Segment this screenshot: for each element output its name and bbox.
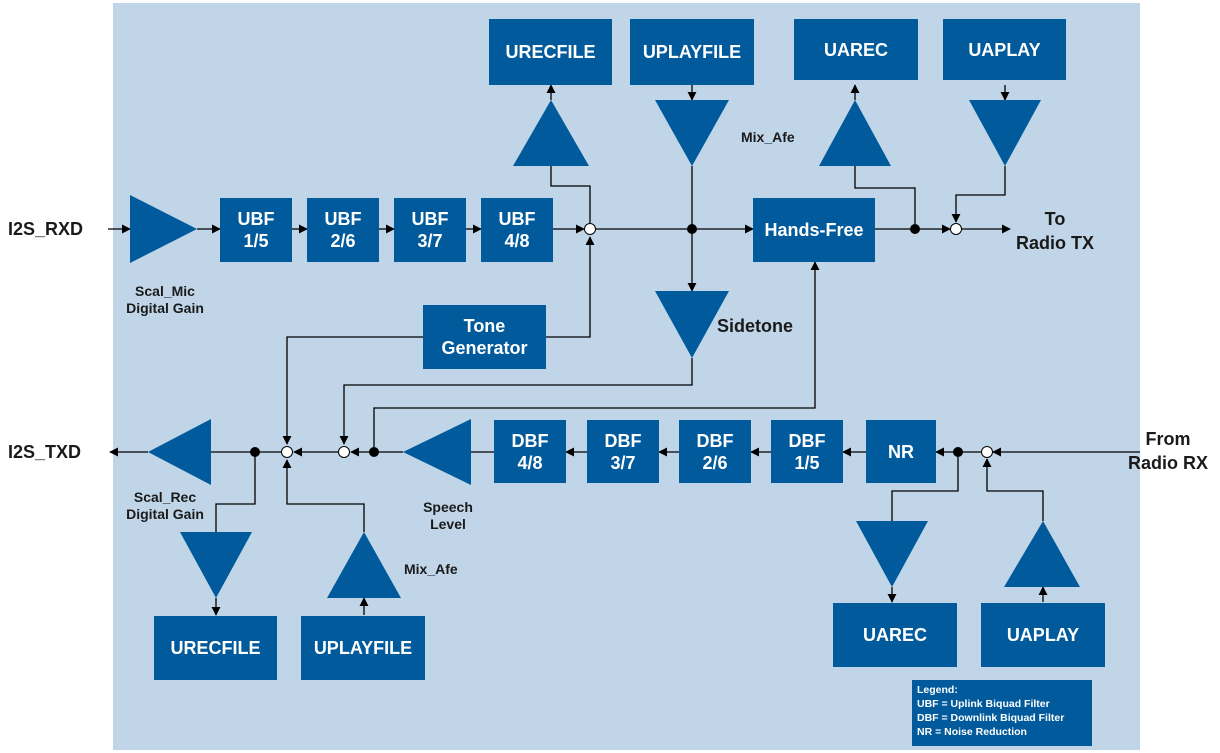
wire bbox=[854, 166, 916, 229]
scal-mic-gain-triangle bbox=[130, 195, 197, 263]
junction-dot bbox=[910, 224, 920, 234]
speech-level-line-1: Speech bbox=[423, 499, 473, 515]
uarec-bottom-block: UAREC bbox=[833, 603, 957, 667]
dbf-number: 4/8 bbox=[517, 452, 543, 473]
dbf-number: 2/6 bbox=[702, 452, 728, 473]
uarec-bottom-gain-triangle bbox=[856, 521, 928, 587]
to-radio-tx-line-1: To bbox=[1044, 209, 1066, 229]
uplayfile-top-block: UPLAYFILE bbox=[630, 19, 754, 85]
ubf-number: 2/6 bbox=[330, 231, 356, 251]
diagram-background bbox=[113, 3, 1140, 750]
sum-node bbox=[584, 223, 596, 235]
legend-item-nr: NR = Noise Reduction bbox=[917, 726, 1027, 738]
uaplay-bottom-gain-triangle bbox=[1004, 521, 1080, 587]
speech-level-label: Speech Level bbox=[408, 499, 488, 533]
ubf-label: UBF bbox=[498, 209, 536, 229]
junction-dot bbox=[687, 224, 697, 234]
scal-mic-line-1: Scal_Mic bbox=[135, 283, 195, 299]
wire bbox=[282, 336, 423, 445]
speech-level-line-2: Level bbox=[430, 516, 466, 532]
junction-dot bbox=[250, 447, 260, 457]
scal-rec-gain-label: Scal_Rec Digital Gain bbox=[110, 489, 220, 523]
to-radio-tx-line-2: Radio TX bbox=[1015, 233, 1094, 253]
urecfile-bottom-block: URECFILE bbox=[154, 616, 277, 680]
dbf-number: 1/5 bbox=[794, 452, 820, 473]
wire bbox=[215, 452, 256, 532]
scal-mic-gain-label: Scal_Mic Digital Gain bbox=[110, 283, 220, 317]
hands-free-block: Hands-Free bbox=[753, 198, 875, 262]
i2s-rxd-label: I2S_RXD bbox=[8, 219, 84, 239]
legend-title: Legend: bbox=[917, 684, 958, 696]
wire bbox=[282, 459, 365, 532]
ubf-label: UBF bbox=[411, 209, 449, 229]
junction-dot bbox=[369, 447, 379, 457]
uarec-top-block: UAREC bbox=[794, 19, 918, 80]
dbf-label: DBF bbox=[788, 430, 826, 451]
scal-rec-gain-triangle bbox=[148, 419, 211, 485]
uaplay-top-block: UAPLAY bbox=[943, 19, 1066, 80]
nr-block: NR bbox=[866, 420, 936, 483]
from-radio-rx-label: From Radio RX bbox=[1118, 427, 1218, 475]
uplayfile-bottom-gain-triangle bbox=[327, 532, 401, 598]
to-radio-tx-label: To Radio TX bbox=[1010, 207, 1100, 255]
ubf-label: UBF bbox=[237, 209, 275, 229]
wire bbox=[550, 166, 591, 223]
legend-item-dbf: DBF = Downlink Biquad Filter bbox=[917, 712, 1065, 724]
sidetone-label: Sidetone bbox=[717, 316, 794, 336]
wire bbox=[546, 236, 595, 338]
dbf-number: 3/7 bbox=[610, 452, 636, 473]
urecfile-bottom-gain-triangle bbox=[180, 532, 252, 598]
uarec-top-gain-triangle bbox=[819, 100, 891, 166]
legend-item-ubf: UBF = Uplink Biquad Filter bbox=[917, 698, 1050, 710]
mix-afe-bottom-label: Mix_Afe bbox=[404, 561, 458, 577]
wire bbox=[373, 261, 820, 447]
uaplay-bottom-block: UAPLAY bbox=[981, 603, 1105, 667]
ubf-number: 1/5 bbox=[243, 231, 269, 251]
uplayfile-bottom-block: UPLAYFILE bbox=[301, 616, 425, 680]
scal-mic-line-2: Digital Gain bbox=[126, 300, 204, 316]
scal-rec-line-2: Digital Gain bbox=[126, 506, 204, 522]
from-radio-rx-line-1: From bbox=[1145, 429, 1191, 449]
urecfile-top-gain-triangle bbox=[513, 100, 589, 166]
tone-generator-label-1: Tone bbox=[463, 316, 506, 336]
ubf-number: 3/7 bbox=[417, 231, 443, 251]
uplayfile-top-gain-triangle bbox=[655, 100, 729, 166]
ubf-label: UBF bbox=[324, 209, 362, 229]
ubf-number: 4/8 bbox=[504, 231, 530, 251]
urecfile-top-block: URECFILE bbox=[489, 19, 612, 85]
junction-dot bbox=[953, 447, 963, 457]
scal-rec-line-1: Scal_Rec bbox=[133, 489, 197, 505]
from-radio-rx-line-2: Radio RX bbox=[1127, 453, 1208, 473]
sum-node bbox=[338, 446, 350, 458]
uaplay-top-gain-triangle bbox=[969, 100, 1041, 166]
sum-node bbox=[950, 223, 962, 235]
dbf-label: DBF bbox=[604, 430, 642, 451]
wire bbox=[951, 166, 1006, 223]
wire bbox=[339, 358, 693, 445]
sum-node bbox=[281, 446, 293, 458]
mix-afe-top-label: Mix_Afe bbox=[741, 129, 795, 145]
wire bbox=[982, 458, 1044, 521]
sidetone-triangle bbox=[655, 291, 729, 358]
legend-box: Legend: UBF = Uplink Biquad Filter DBF =… bbox=[912, 680, 1092, 746]
tone-generator-label-2: Generator bbox=[441, 338, 528, 358]
speech-level-triangle bbox=[403, 419, 471, 485]
dbf-label: DBF bbox=[511, 430, 549, 451]
dbf-label: DBF bbox=[696, 430, 734, 451]
i2s-txd-label: I2S_TXD bbox=[8, 442, 82, 462]
wire bbox=[891, 452, 959, 521]
sum-node bbox=[981, 446, 993, 458]
